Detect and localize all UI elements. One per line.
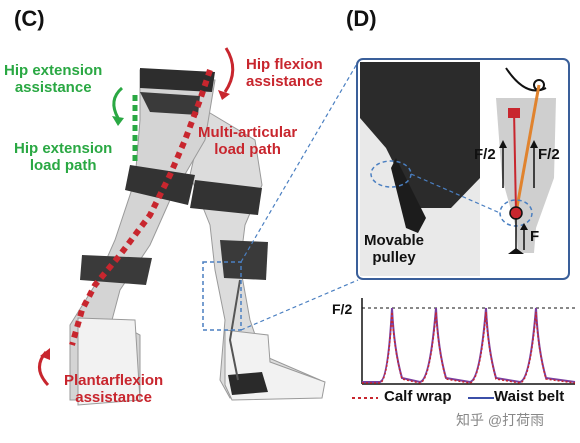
inset-photo-mechanism [391,158,426,233]
movable-pulley-label: Movable pulley [364,232,424,266]
waist-belt-curve [362,307,576,384]
legend-calf-wrap-swatch [352,397,378,399]
calf-strap-front [80,255,152,285]
multi-articular-load-path-line2: load path [214,141,281,158]
plot-y-tick: F/2 [332,301,353,317]
schematic-heel-anchor [508,248,524,254]
hip-flexion-assistance-line1: Hip flexion [246,56,323,73]
panel-d-label: (D) [346,6,377,31]
calf-wrap-curve [362,311,576,384]
waist-belt-strap [140,68,215,92]
hip-extension-assistance-line1: Hip extension [4,62,103,79]
hip-flexion-arrow [223,47,235,93]
plantarflexion-assistance-line2: assistance [75,389,152,406]
schematic-cable-red [513,109,517,214]
schematic-anchor-top [508,108,520,118]
hip-extension-load-path-label: Hip extension load path [14,140,112,174]
plantarflexion-assistance-label: Plantarflexion assistance [64,372,163,406]
schematic-cable-orange [514,84,541,214]
front-boot [77,317,141,406]
force-half-right-label: F/2 [538,146,560,163]
thigh-strap-front [125,165,195,205]
thigh-strap-back [190,180,262,215]
hip-flexion-assistance-label: Hip flexion assistance [246,56,323,90]
heel-strap [228,372,268,395]
legend-waist-belt-swatch [468,397,494,399]
movable-pulley-line1: Movable [364,232,425,249]
multi-articular-load-path-line [69,69,213,346]
schematic-pulley [509,206,523,220]
callout-line-top [240,61,359,263]
hip-extension-arrow [112,86,124,119]
hip-extension-assistance-label: Hip extension assistance [4,62,102,96]
back-leg-cable [228,279,241,381]
force-plot [361,298,576,385]
force-arrowhead-right [530,140,538,148]
legend-calf-wrap-label: Calf wrap [384,388,452,405]
hip-flexion-arrowhead [218,90,230,100]
multi-articular-load-path-label: Multi-articular load path [198,124,297,158]
hip-extension-assistance-line2: assistance [14,79,92,96]
force-arrowhead-left [499,140,507,148]
watermark: 知乎 @打荷雨 [456,412,545,428]
hip-strap [140,92,200,115]
hip-flexion-assistance-line2: assistance [246,73,323,90]
hip-extension-arrowhead [112,116,124,126]
hip-extension-load-path-line1: Hip extension [14,140,113,157]
force-arrowhead-f [520,223,528,230]
ankle-callout-box [202,261,242,331]
force-half-left-label: F/2 [474,146,496,163]
schematic-leg [496,98,556,253]
plantarflexion-assistance-line1: Plantarflexion [64,372,164,389]
inset-panel [356,58,570,280]
calf-strap-back [220,240,268,280]
panel-c-label: (C) [14,6,45,31]
inset-photo-dark [360,62,480,208]
plantarflexion-arrowhead [40,348,50,360]
callout-line-bottom [240,279,359,331]
legend-waist-belt-label: Waist belt [494,388,565,405]
force-f-label: F [530,228,540,245]
movable-pulley-line2: pulley [372,249,416,266]
inset-connector-line [410,173,501,214]
multi-articular-load-path-line1: Multi-articular [198,124,298,141]
hip-extension-load-path-line2: load path [29,157,97,174]
